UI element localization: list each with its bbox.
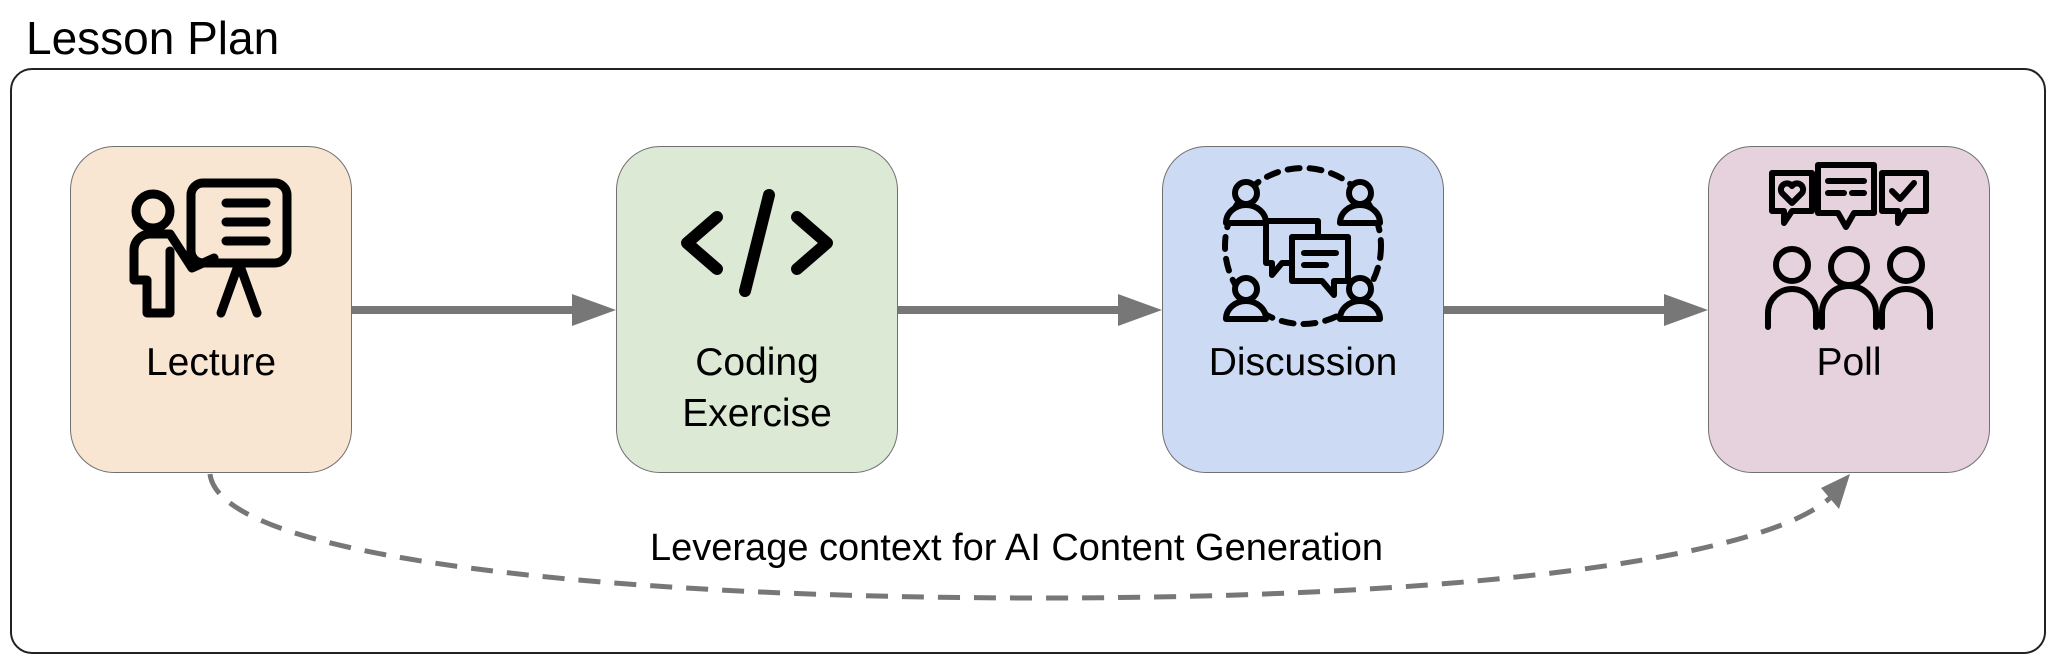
arrowhead-poll [1664,294,1708,326]
feedback-arrowhead [1821,474,1850,509]
step-label-coding-line2: Exercise [682,392,832,435]
feedback-arrow-label: Leverage context for AI Content Generati… [650,527,1384,569]
arrow-discussion-to-poll [1443,306,1668,314]
arrowhead-coding [572,294,616,326]
step-lecture: Lecture [70,146,352,473]
discussion-icon [1222,165,1384,327]
arrow-coding-to-discussion [897,306,1122,314]
step-label-lecture: Lecture [145,341,277,384]
step-poll: Poll [1708,146,1990,473]
arrowhead-discussion [1118,294,1162,326]
step-label-discussion: Discussion [1208,341,1398,384]
lesson-plan-frame [10,68,2046,654]
step-discussion: Discussion [1162,146,1444,473]
diagram-title: Lesson Plan [26,12,280,64]
step-coding-exercise: Coding Exercise [616,146,898,473]
arrow-lecture-to-coding [351,306,576,314]
poll-icon [1765,162,1933,330]
presentation-icon [129,178,292,318]
code-icon [681,189,833,297]
step-label-coding-line1: Coding [695,341,819,384]
step-label-poll: Poll [1816,341,1882,384]
